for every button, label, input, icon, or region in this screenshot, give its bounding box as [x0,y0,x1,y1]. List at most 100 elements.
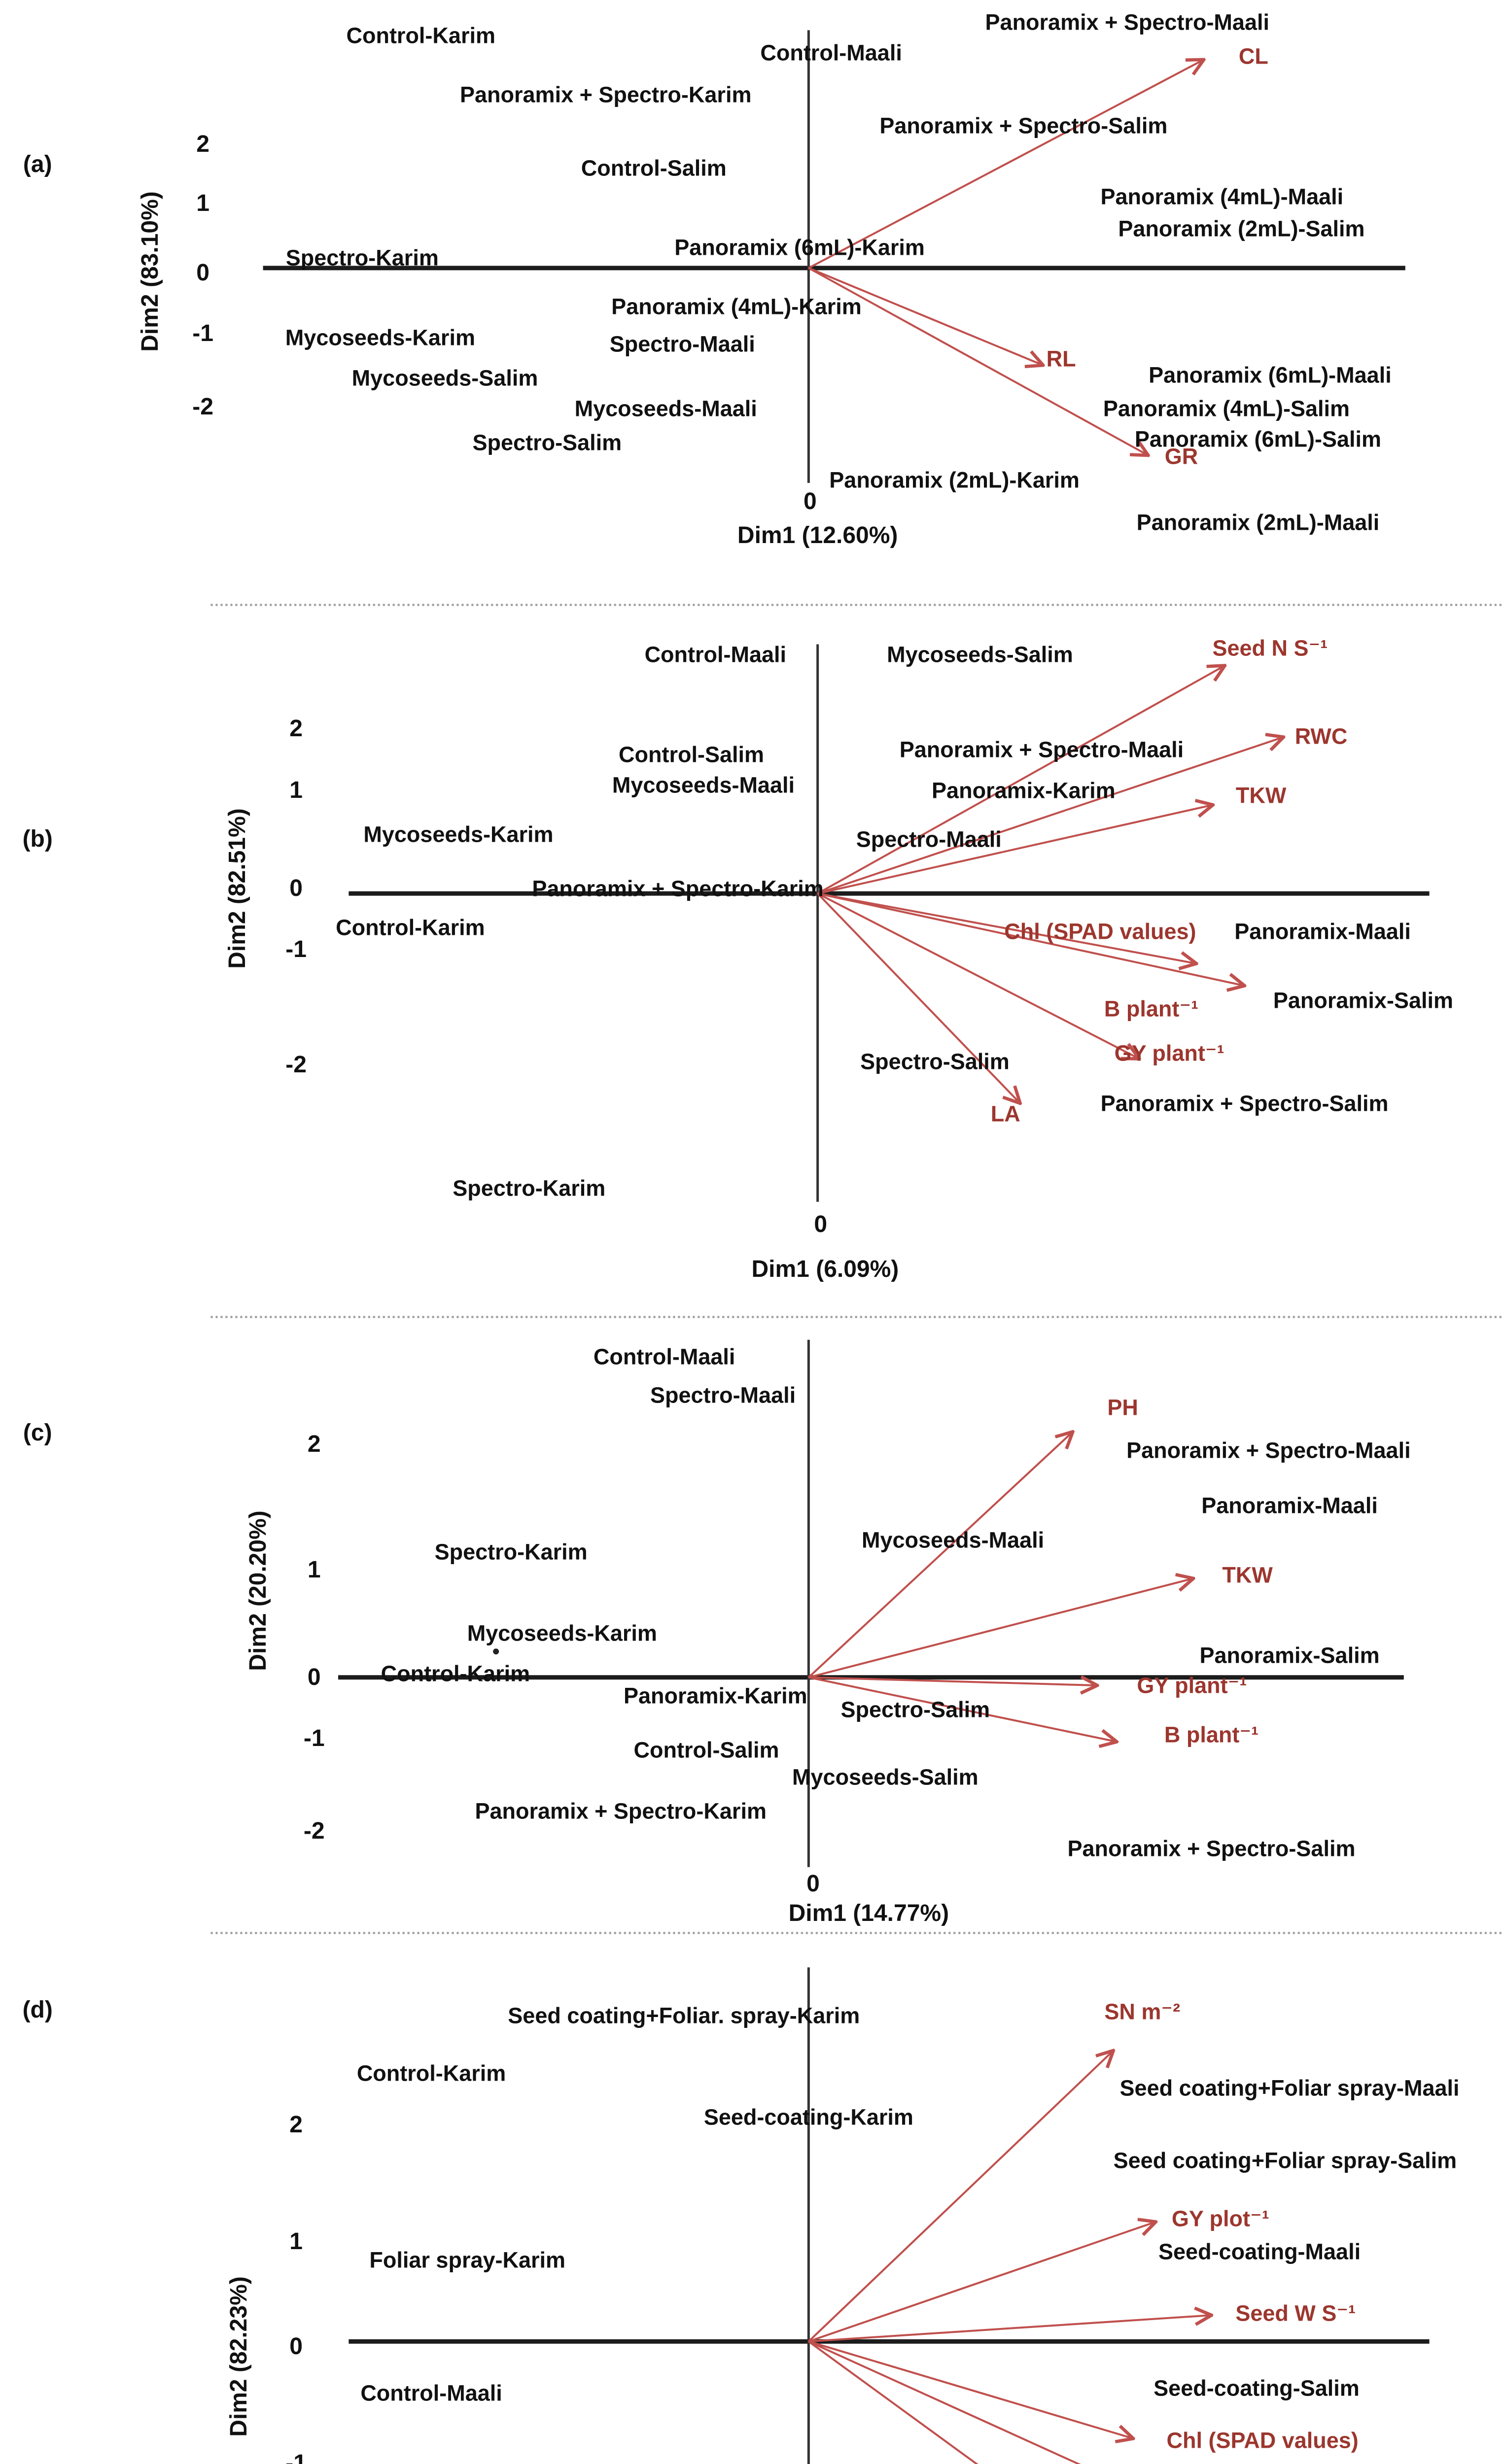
point-label: Control-Maali [360,2380,502,2406]
point-label: Panoramix-Karim [623,1683,807,1709]
y-tick-label: 1 [289,2228,303,2255]
point-label: Panoramix (6mL)-Karim [674,235,925,260]
point-label: Panoramix-Salim [1199,1643,1380,1668]
point-label: Control-Karim [336,915,485,940]
point-label: Spectro-Karim [285,245,439,271]
point-label: Panoramix + Spectro-Salim [879,113,1168,138]
axes-and-arrows-canvas [263,30,1405,483]
point-label: Mycoseeds-Maali [574,396,757,421]
point-label: Panoramix-Karim [932,777,1116,803]
axes-and-arrows-canvas [349,644,1430,1202]
loading-arrow [808,267,1147,455]
loading-arrow [808,2340,979,2464]
loading-arrow [808,1677,1095,1685]
point-label: Panoramix (2mL)-Karim [829,467,1080,493]
y-axis-title: Dim2 (83.10%) [137,191,163,352]
point-label: Mycoseeds-Karim [467,1620,657,1646]
variable-label: RWC [1294,723,1348,749]
point-label: Spectro-Maali [609,331,755,357]
point-label: Panoramix + Spectro-Salim [1100,1091,1389,1116]
y-tick-label: -1 [285,936,307,963]
point-label: Panoramix + Spectro-Karim [475,1798,767,1824]
panel-tag: (a) [23,151,52,178]
point-label: Spectro-Salim [840,1697,990,1722]
point-label: Panoramix + Spectro-Salim [1067,1836,1356,1861]
y-tick-label: 0 [307,1664,321,1690]
x-axis-title: Dim1 (14.77%) [788,1900,949,1926]
point-label: Mycoseeds-Karim [285,325,475,350]
loading-arrow [808,2340,1081,2464]
y-tick-label: 1 [289,777,303,803]
panel-separator-line [210,604,1503,606]
point-label: Seed-coating-Karim [703,2104,913,2130]
point-label: Seed-coating-Maali [1158,2238,1361,2264]
y-tick-label: 1 [307,1557,321,1583]
loading-arrow [817,666,1223,894]
loading-arrow [817,738,1282,895]
variable-label: GR [1164,444,1198,469]
axes-and-arrows-canvas [338,1339,1404,1867]
stray-dot [493,1648,499,1655]
point-label: Panoramix + Spectro-Maali [985,9,1269,35]
point-label: Panoramix + Spectro-Maali [1126,1437,1411,1463]
x-zero-label: 0 [806,1870,820,1897]
variable-label: Seed W S⁻¹ [1235,2300,1356,2326]
y-tick-label: 0 [289,875,303,901]
variable-label: GY plant⁻¹ [1137,1673,1247,1698]
point-label: Panoramix (6mL)-Maali [1149,362,1392,388]
x-zero-label: 0 [814,1211,828,1237]
x-axis-title: Dim1 (6.09%) [751,1256,899,1282]
point-label: Seed coating+Foliar spray-Salim [1113,2148,1457,2173]
loading-arrow [808,61,1202,269]
y-tick-label: -2 [303,1818,325,1845]
loading-arrow [817,805,1212,895]
y-tick-label: -1 [192,320,213,347]
y-tick-label: 2 [289,2111,303,2138]
variable-label: TKW [1222,1562,1273,1588]
point-label: Control-Maali [593,1343,735,1369]
point-label: Spectro-Maali [650,1382,796,1408]
panel-separator-line [210,1316,1503,1318]
point-label: Panoramix (2mL)-Salim [1118,216,1365,241]
variable-label: GY plot⁻¹ [1171,2206,1269,2231]
point-label: Control-Salim [633,1737,779,1763]
loading-arrow [808,1579,1191,1678]
point-label: Panoramix + Spectro-Maali [899,737,1184,762]
variable-label: Chl (SPAD values) [1004,919,1196,944]
loading-arrow [808,2315,1210,2343]
point-label: Panoramix-Maali [1201,1493,1378,1518]
point-label: Panoramix + Spectro-Karim [532,876,824,901]
panel-tag: (c) [23,1419,52,1446]
y-axis-title: Dim2 (82.51%) [224,808,250,969]
y-tick-label: -1 [303,1725,325,1751]
point-label: Control-Maali [760,39,902,65]
point-label: Spectro-Karim [453,1175,606,1201]
point-label: Spectro-Karim [434,1539,588,1565]
variable-label: Seed N S⁻¹ [1212,635,1328,660]
point-label: Panoramix-Salim [1273,988,1454,1013]
variable-label: CL [1238,43,1268,69]
panel-tag: (b) [22,826,53,853]
y-tick-label: 0 [289,2333,303,2360]
point-label: Control-Salim [619,742,765,767]
loading-arrow [807,2052,1112,2342]
variable-label: LA [990,1100,1020,1126]
point-label: Spectro-Maali [856,826,1002,852]
variable-label: Chl (SPAD values) [1166,2428,1359,2453]
y-tick-label: 2 [307,1431,321,1458]
loading-arrow [808,267,1042,365]
axes-and-arrows-canvas [349,1967,1430,2464]
y-axis-title: Dim2 (82.23%) [225,2276,252,2437]
panel-separator-line [210,1932,1503,1934]
loading-arrow [817,892,1195,963]
loading-arrow [817,892,1138,1058]
y-tick-label: 1 [196,190,210,216]
y-tick-label: 0 [196,259,210,286]
loading-arrow [807,1433,1072,1678]
point-label: Panoramix + Spectro-Karim [460,82,752,107]
loading-arrow [808,2223,1154,2343]
panel-d: (d)Dim2 (82.23%)Dim1 (10.85%)0210-1-2See… [0,1932,1503,2464]
